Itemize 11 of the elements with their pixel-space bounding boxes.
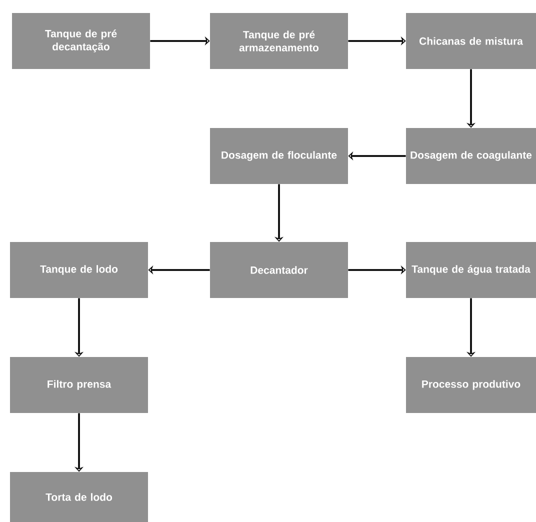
process-box: Filtro prensa (10, 356, 148, 413)
process-box: Dosagem de floculante (210, 128, 348, 184)
process-box: Tanque de lodo (10, 242, 148, 298)
process-box: Tanque de pré decantação (12, 13, 150, 69)
process-box: Decantador (210, 242, 348, 298)
process-box: Dosagem de coagulante (406, 128, 536, 184)
process-box: Tanque de pré armazenamento (210, 13, 348, 69)
process-box: Torta de lodo (10, 472, 148, 522)
process-box: Tanque de água tratada (406, 242, 536, 298)
process-box: Chicanas de mistura (406, 13, 536, 69)
process-box: Processo produtivo (406, 356, 536, 413)
